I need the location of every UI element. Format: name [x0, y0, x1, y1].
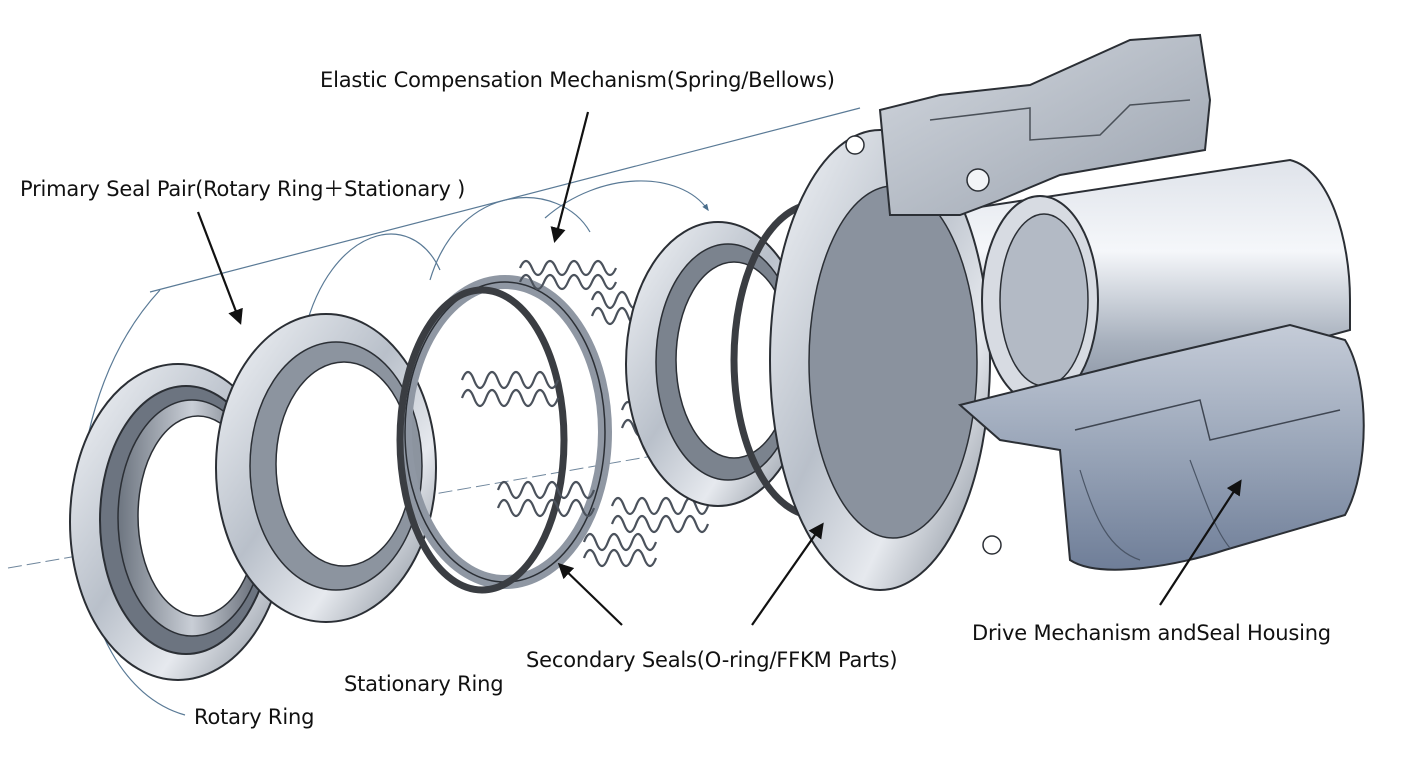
spring-1 [518, 259, 618, 291]
spring-retainer-ring [398, 275, 612, 589]
arrow-primary [196, 211, 243, 325]
label-primary-seal-pair: Primary Seal Pair(Rotary Ring＋Stationary… [20, 177, 466, 201]
label-drive-mechanism: Drive Mechanism andSeal Housing [972, 621, 1331, 645]
label-rotary-ring: Rotary Ring [194, 705, 315, 729]
arrow-drive [1159, 479, 1242, 606]
spring-6 [610, 496, 710, 534]
label-secondary-seals: Secondary Seals(O-ring/FFKM Parts) [526, 648, 898, 672]
o-ring-front [396, 286, 568, 594]
arrow-elastic [550, 111, 590, 243]
spring-7 [582, 532, 658, 568]
drive-shaft-housing [769, 33, 1365, 591]
spring-5 [496, 480, 596, 518]
label-elastic-compensation: Elastic Compensation Mechanism(Spring/Be… [320, 68, 835, 92]
arrow-secondary-2 [751, 522, 824, 626]
stationary-ring [215, 313, 437, 623]
leader-arrows [196, 111, 1242, 626]
label-stationary-ring: Stationary Ring [344, 672, 504, 696]
arrow-secondary-1 [557, 562, 623, 626]
spring-3 [460, 370, 560, 408]
